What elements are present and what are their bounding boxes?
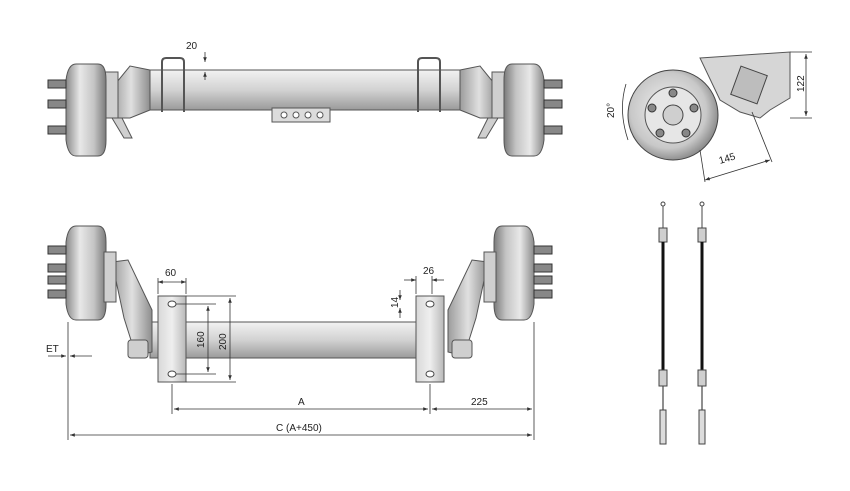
dim-slot-offset: 14: [390, 296, 401, 308]
front-left-plate: [157, 295, 187, 383]
top-left-lever: [111, 117, 133, 139]
top-view: 20: [47, 41, 563, 157]
dim-plate-height: 200: [218, 333, 229, 350]
dim-c: C (A+450): [276, 423, 322, 434]
side-center: [662, 104, 684, 126]
top-left-studs: [47, 79, 67, 135]
side-square-tube: [730, 65, 768, 105]
cable-left: [658, 201, 668, 445]
top-view-beam: [149, 69, 461, 111]
dim-end-length: 225: [471, 397, 488, 408]
dim-hole-spacing: 160: [196, 331, 207, 348]
front-view: 60 26 14 160 200 ET A 225 C: [46, 225, 553, 440]
top-right-studs: [543, 79, 563, 135]
dim-bracket-width: 26: [423, 266, 435, 277]
dim-angle: 20°: [606, 103, 617, 118]
front-beam: [149, 321, 443, 359]
dim-arm-length: 145: [718, 151, 738, 167]
top-left-drum: [65, 63, 107, 157]
bottom-bracket: [271, 107, 331, 123]
cable-right: [697, 201, 707, 445]
u-bolt-left: [161, 57, 185, 112]
side-view: 122 20° 145: [606, 51, 812, 183]
dim-plate-width: 60: [165, 268, 177, 279]
front-right-arm: [447, 259, 489, 357]
dim-a: A: [298, 397, 305, 408]
brake-cables: [658, 201, 707, 445]
front-right-studs: [533, 245, 553, 299]
front-left-drum: [65, 225, 107, 321]
front-left-arm: [111, 259, 153, 357]
top-right-lever: [477, 117, 499, 139]
front-right-drum: [493, 225, 535, 321]
front-left-studs: [47, 245, 67, 299]
front-right-plate: [415, 295, 445, 383]
dim-flange-height: 122: [796, 75, 807, 92]
dim-top-offset: 20: [186, 41, 198, 52]
top-right-drum: [503, 63, 545, 157]
bracket-holes: [280, 111, 324, 119]
u-bolt-right: [417, 57, 441, 112]
side-bolts: [647, 88, 699, 138]
dim-et: ET: [46, 344, 59, 355]
